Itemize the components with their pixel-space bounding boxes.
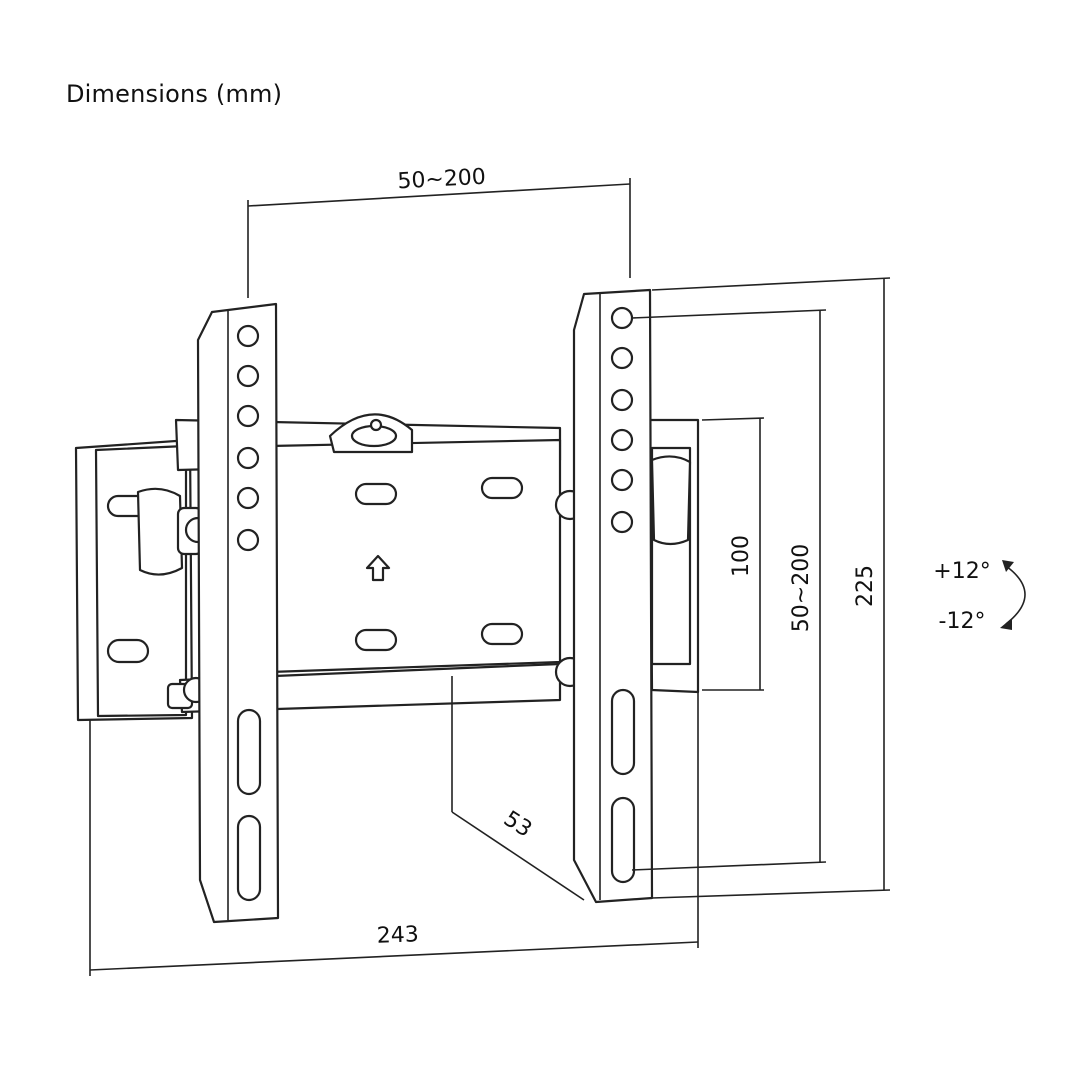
dimension-height <box>651 277 891 899</box>
label-width: 243 <box>376 922 419 948</box>
dimension-vertical-vesa <box>631 309 827 871</box>
dimension-bracket-spacing <box>701 417 765 691</box>
label-bracket-spacing: 100 <box>729 535 754 577</box>
tv-arm-left <box>196 302 280 924</box>
tilt-arc-icon <box>1000 560 1026 630</box>
tv-arm-right <box>572 288 654 904</box>
label-vertical-vesa: 50~200 <box>789 544 814 632</box>
label-depth: 53 <box>499 806 536 842</box>
label-height: 225 <box>853 565 878 607</box>
dimension-depth <box>451 676 585 901</box>
dimension-width <box>89 692 699 976</box>
dimension-horizontal-vesa <box>247 178 631 298</box>
label-tilt-up: +12° <box>933 559 990 584</box>
page-title: Dimensions (mm) <box>66 80 283 108</box>
label-horizontal-vesa: 50~200 <box>397 165 487 195</box>
arrow-up-icon <box>365 554 391 582</box>
label-tilt-down: -12° <box>939 609 986 634</box>
